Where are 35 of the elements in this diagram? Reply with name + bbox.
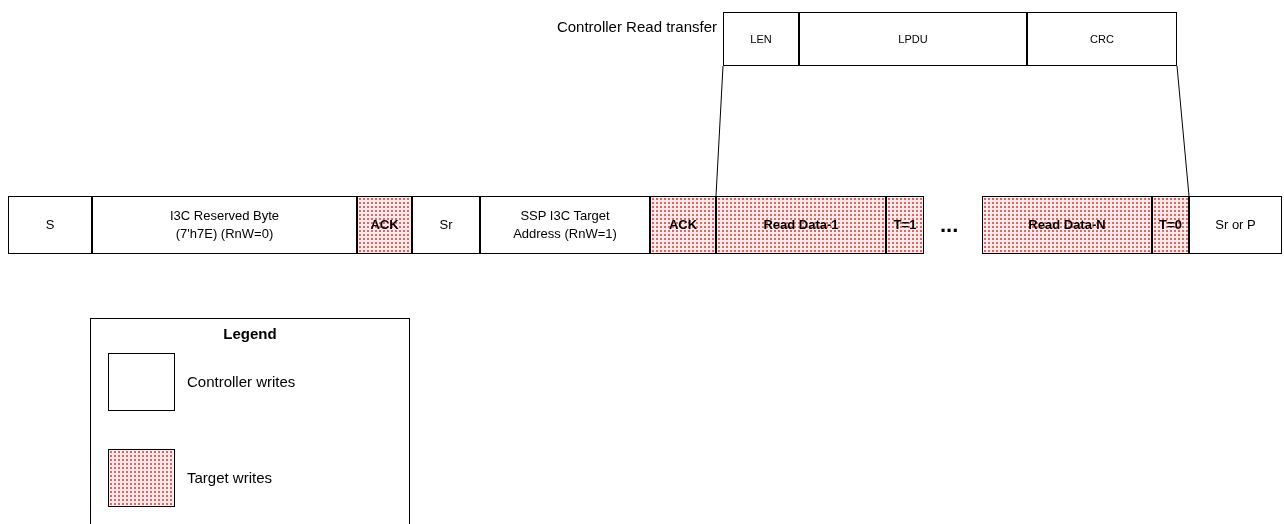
field-label: Sr or P (1214, 216, 1257, 234)
field-box (92, 196, 357, 254)
field-label: Sr (438, 216, 454, 234)
field-label: S (44, 216, 56, 234)
field-box (357, 196, 412, 254)
field-label: Read Data-N (1027, 216, 1107, 234)
legend-title: Legend (222, 325, 278, 342)
field-box (1027, 12, 1177, 66)
field-label: T=1 (892, 216, 918, 234)
field-box (716, 196, 886, 254)
field-box (723, 12, 799, 66)
field-box (982, 196, 1152, 254)
field-label: CRC (1089, 32, 1115, 47)
field-box (886, 196, 924, 254)
field-box (8, 196, 92, 254)
ellipsis: ... (940, 212, 959, 238)
title-label: Controller Read transfer (556, 18, 717, 35)
field-box (650, 196, 716, 254)
field-box (1152, 196, 1189, 254)
field-box (412, 196, 480, 254)
field-label: ACK (369, 216, 400, 234)
field-label: LEN (749, 32, 773, 47)
expansion-line (715, 65, 724, 197)
field-label: SSP I3C Target Address (RnW=1) (512, 207, 618, 243)
expansion-line (1176, 65, 1190, 197)
field-label: Read Data-1 (762, 216, 840, 234)
field-box (799, 12, 1027, 66)
field-box (1189, 196, 1282, 254)
field-label: I3C Reserved Byte (7'h7E) (RnW=0) (168, 207, 281, 243)
field-label: ACK (667, 216, 699, 234)
legend-text: Controller writes (187, 373, 296, 390)
legend-text: Target writes (187, 469, 273, 486)
field-label: LPDU (897, 32, 929, 47)
field-label: T=0 (1158, 216, 1183, 234)
field-box (480, 196, 650, 254)
